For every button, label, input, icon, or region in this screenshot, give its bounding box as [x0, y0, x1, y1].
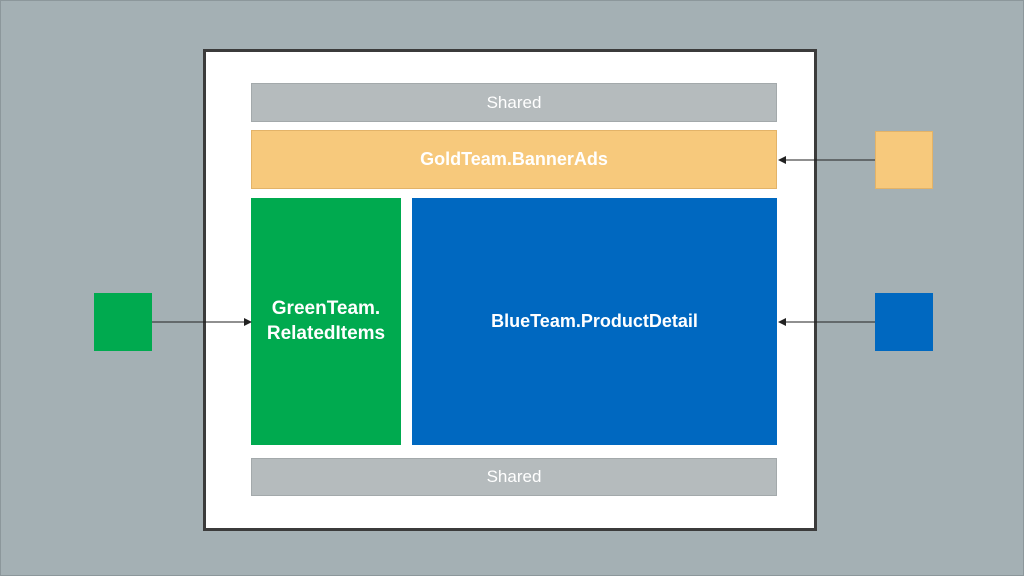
blue-team-label: BlueTeam.ProductDetail	[491, 311, 698, 331]
green-team-related-items-block: GreenTeam. RelatedItems	[251, 198, 401, 445]
green-team-square	[94, 293, 152, 351]
shared-bottom-block: Shared	[251, 458, 777, 496]
shared-bottom-label: Shared	[486, 467, 542, 486]
green-team-label-line2: RelatedItems	[266, 322, 386, 344]
blue-team-product-detail-block: BlueTeam.ProductDetail	[412, 198, 777, 445]
gold-team-square	[875, 131, 933, 189]
green-team-label-line1: GreenTeam.	[271, 297, 381, 319]
blue-team-square	[875, 293, 933, 351]
shared-top-block: Shared	[251, 83, 777, 122]
shared-top-label: Shared	[486, 92, 542, 112]
gold-team-label: GoldTeam.BannerAds	[420, 149, 608, 169]
gold-team-banner-ads-block: GoldTeam.BannerAds	[251, 130, 777, 189]
